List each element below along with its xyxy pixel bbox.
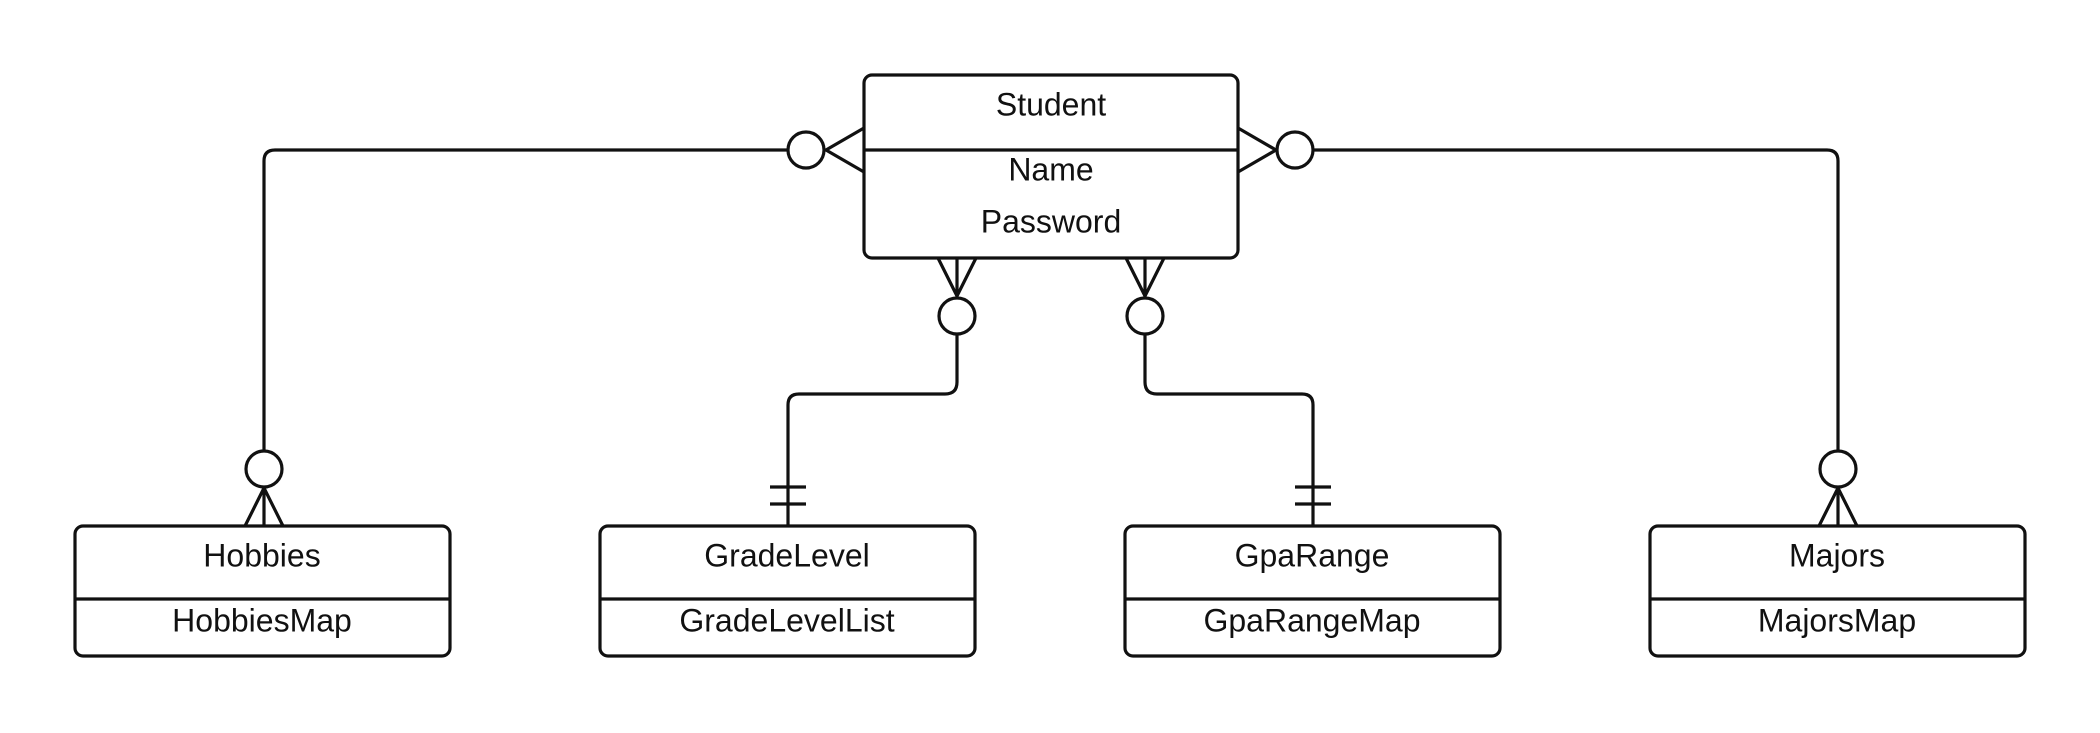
crowfoot-hobbies <box>243 449 285 527</box>
entity-student-attr-password: Password <box>981 203 1122 239</box>
crowfoot-student-right <box>1237 126 1315 174</box>
bars-gparange <box>1295 485 1331 506</box>
entity-majors-attr: MajorsMap <box>1758 602 1916 638</box>
entity-gradelevel-attr: GradeLevelList <box>679 602 894 638</box>
entity-gparange-attr: GpaRangeMap <box>1203 602 1420 638</box>
entity-gradelevel-title: GradeLevel <box>704 537 869 573</box>
entity-gparange[interactable]: GpaRange GpaRangeMap <box>1123 524 1502 658</box>
connector-student-majors <box>1309 148 1840 450</box>
crowfoot-majors <box>1817 449 1859 527</box>
entity-majors[interactable]: Majors MajorsMap <box>1648 524 2027 658</box>
crowfoot-student-left <box>786 126 865 174</box>
connector-student-hobbies <box>262 148 788 450</box>
entity-hobbies-attr: HobbiesMap <box>172 602 352 638</box>
entity-student-title: Student <box>996 86 1106 122</box>
entity-gradelevel[interactable]: GradeLevel GradeLevelList <box>598 524 977 658</box>
connector-student-gparange <box>1143 334 1315 526</box>
entity-hobbies[interactable]: Hobbies HobbiesMap <box>73 524 452 658</box>
crowfoot-student-bottom-gparange <box>1124 257 1166 336</box>
entity-student-attr-name: Name <box>1008 151 1093 187</box>
bars-gradelevel <box>770 485 806 506</box>
entity-student[interactable]: Student Name Password <box>862 73 1240 260</box>
entity-hobbies-title: Hobbies <box>203 537 320 573</box>
entity-majors-title: Majors <box>1789 537 1885 573</box>
connector-student-gradelevel <box>786 334 959 526</box>
entity-gparange-title: GpaRange <box>1235 537 1390 573</box>
crowfoot-student-bottom-gradelevel <box>936 257 978 336</box>
